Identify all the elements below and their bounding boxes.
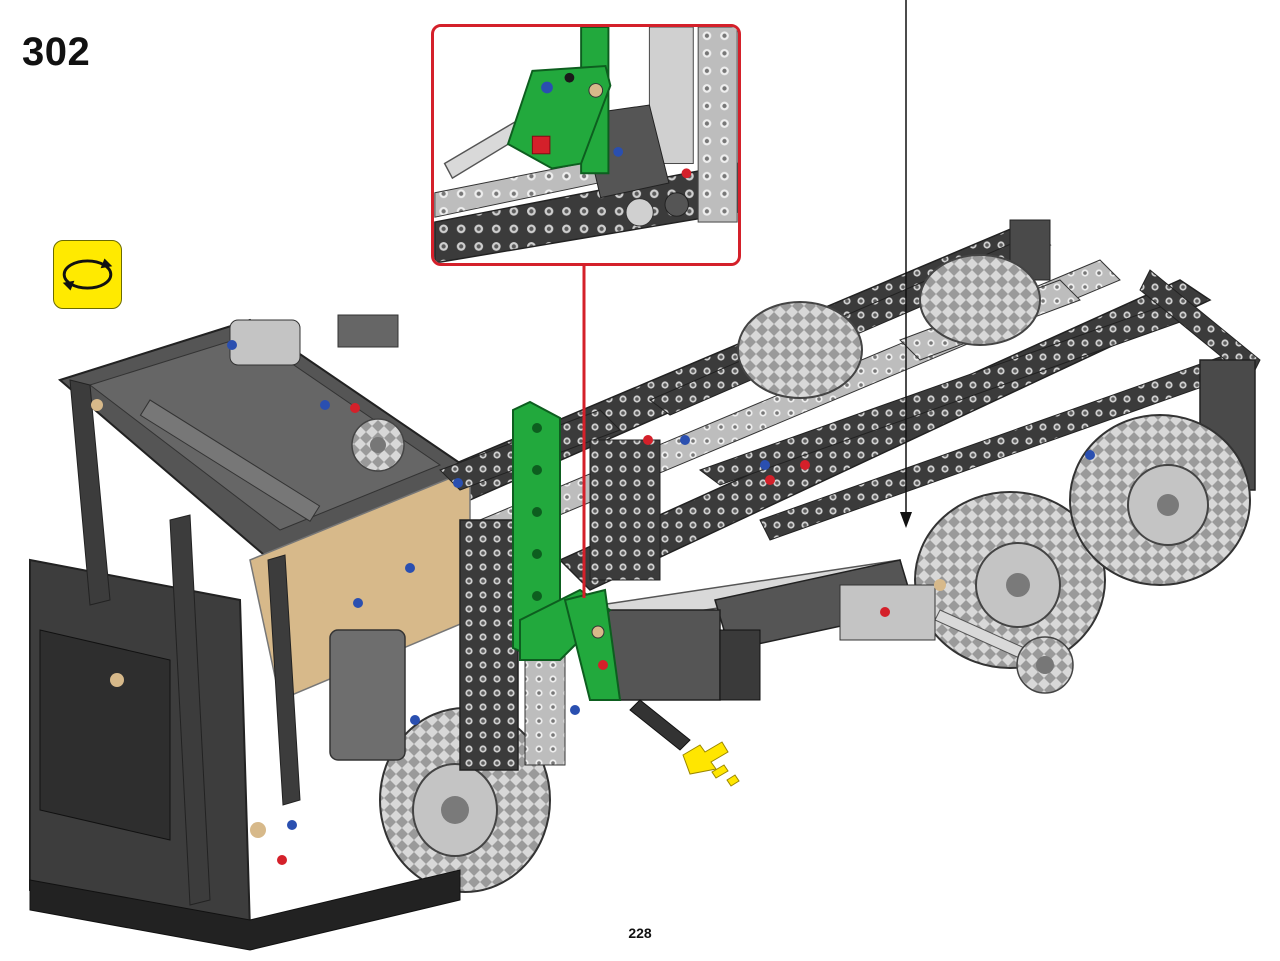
rear-wheels bbox=[737, 254, 1251, 669]
step-number: 302 bbox=[22, 30, 91, 74]
connector-pins bbox=[91, 340, 1095, 865]
push-arrow-icon bbox=[682, 741, 740, 787]
rotate-model-icon bbox=[62, 258, 113, 291]
new-green-beams bbox=[512, 400, 622, 701]
page-number: 228 bbox=[628, 925, 652, 941]
actuator-assembly bbox=[589, 559, 1074, 751]
detail-callout bbox=[431, 24, 741, 266]
rotate-model-badge bbox=[53, 240, 122, 309]
truck-cab bbox=[29, 314, 473, 951]
